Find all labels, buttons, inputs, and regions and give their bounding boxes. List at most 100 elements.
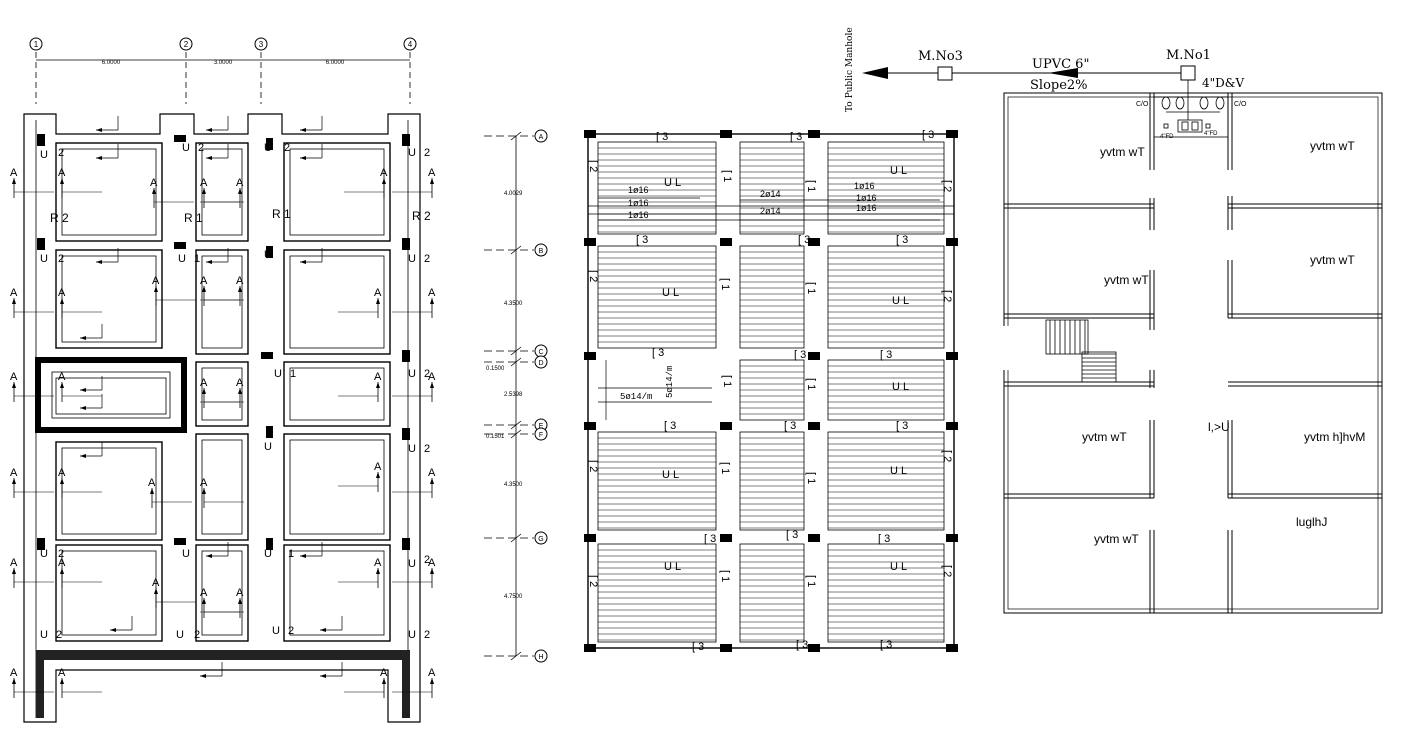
pipe-label: UPVC 6" (1032, 57, 1089, 72)
svg-text:2: 2 (424, 554, 430, 566)
beam-tag: 2 (58, 147, 64, 159)
beam-tag: [ 2 (941, 180, 953, 192)
beam-tag: [ 1 (805, 378, 817, 390)
beam-tag: [ 3 (790, 131, 802, 143)
span-dim-2: 3.0000 (214, 60, 233, 66)
beam-tag: [ 1 (721, 375, 733, 387)
cleanout-label-right: C/O (1234, 101, 1247, 108)
svg-text:2: 2 (424, 368, 430, 380)
svg-text:U: U (408, 368, 416, 380)
toilet-fixtures (1153, 80, 1229, 138)
grid-bubble-3: 3 (254, 37, 268, 51)
beam-tag: [ 3 (896, 420, 908, 432)
grid-ref-label: F (539, 432, 543, 439)
to-public-manhole-label: To Public Manhole (845, 27, 855, 112)
footing-label-r1-a: R 1 (184, 211, 203, 225)
svg-text:U: U (264, 441, 272, 453)
beam-tag: U L (890, 465, 907, 477)
svg-text:U: U (264, 249, 272, 261)
section-mark: A (10, 667, 18, 679)
beam-tag: U L (892, 381, 909, 393)
grid-ref-label: H (538, 654, 543, 661)
svg-text:U: U (408, 253, 416, 265)
beam-tag: U L (890, 561, 907, 573)
dimension-label: 0.1500 (486, 366, 505, 372)
svg-text:1: 1 (290, 368, 296, 380)
drainage-plan: To Public Manhole M.No3 M.No1 UPVC 6" Sl… (845, 27, 1383, 614)
svg-text:2: 2 (288, 625, 294, 637)
room-label: luglhJ (1296, 515, 1327, 529)
svg-text:U: U (264, 142, 272, 154)
slab-panels: [ 3[ 3[ 3[ 3[ 3[ 3[ 3[ 3[ 3[ 3[ 3[ 3[ 3[… (587, 129, 953, 653)
beam-tag: U L (892, 295, 909, 307)
rebar-label: 1ø16 (628, 185, 649, 195)
section-mark: A (428, 467, 436, 479)
dimension-label: 4.3500 (504, 301, 523, 307)
section-mark: A (200, 377, 208, 389)
dimension-label: 4.7500 (504, 594, 523, 600)
section-mark: A (380, 167, 388, 179)
grid-bubble-2: 2 (179, 37, 193, 51)
beam-tag: [ 1 (805, 575, 817, 587)
beam-tag: [ 3 (704, 533, 716, 545)
dimension-label: 2.5398 (504, 392, 523, 398)
dv-label: 4"D&V (1202, 76, 1244, 90)
section-mark: A (374, 287, 382, 299)
flow-arrow-icon (862, 67, 888, 79)
svg-text:2: 2 (424, 629, 430, 641)
strip-footing (36, 650, 410, 660)
beam-tag: U L (664, 177, 681, 189)
section-mark: A (236, 377, 244, 389)
beam-tag: [ 3 (880, 349, 892, 361)
section-mark: A (10, 557, 18, 569)
section-mark: A (428, 167, 436, 179)
dimension-label: 4.3500 (504, 482, 523, 488)
svg-text:U: U (408, 629, 416, 641)
footing-label-r1-b: R 1 (272, 207, 291, 221)
beam-tag: [ 3 (786, 529, 798, 541)
beam-tag: [ 3 (692, 641, 704, 653)
cleanout-label-left: C/O (1136, 101, 1149, 108)
room-label: yvtm wT (1082, 430, 1127, 444)
mesh-label: 5ø14/m (665, 366, 675, 398)
svg-text:4: 4 (408, 40, 413, 49)
slab-grid-refs: ABCDEFGH4.00294.35000.15002.53980.15014.… (484, 129, 548, 663)
beam-tag: [ 2 (941, 290, 953, 302)
svg-text:3: 3 (259, 40, 264, 49)
svg-text:U: U (274, 368, 282, 380)
grid-ref-label: G (538, 536, 543, 543)
section-mark: A (236, 587, 244, 599)
beam-tag: [ 2 (587, 160, 599, 172)
room-label: yvtm wT (1310, 139, 1355, 153)
grid-ref-label: E (539, 423, 544, 430)
beam-tag: [ 3 (796, 639, 808, 651)
svg-text:U: U (408, 443, 416, 455)
svg-text:2: 2 (284, 142, 290, 154)
dimension-label: 0.1501 (486, 434, 505, 440)
svg-text:U: U (40, 548, 48, 560)
section-mark: A (10, 167, 18, 179)
section-mark: A (58, 667, 66, 679)
manhole-3-label: M.No3 (918, 49, 963, 64)
svg-text:U: U (182, 142, 190, 154)
room-label: yvtm wT (1104, 273, 1149, 287)
svg-text:U: U (176, 629, 184, 641)
grid-ref-label: B (539, 248, 544, 255)
section-mark: A (200, 477, 208, 489)
beam-tag: [ 2 (587, 270, 599, 282)
beam-tag: [ 3 (922, 129, 934, 141)
rebar-label: 1ø16 (856, 203, 877, 213)
grid-ref-label: C (538, 349, 543, 356)
beam-tag: [ 1 (719, 278, 731, 290)
footing-label-r2-left: R 2 (50, 211, 69, 225)
svg-text:2: 2 (424, 253, 430, 265)
room-label: yvtm wT (1094, 532, 1139, 546)
beam-tag: [ 3 (652, 347, 664, 359)
beam-tag: [ 3 (794, 349, 806, 361)
beam-tag: [ 3 (636, 234, 648, 246)
span-dim-3: 6.0000 (326, 60, 345, 66)
room-label: yvtm h]hvM (1304, 430, 1365, 444)
beam-tag: [ 3 (784, 420, 796, 432)
section-mark: A (58, 557, 66, 569)
grid-bubble-1: 1 (29, 37, 43, 51)
